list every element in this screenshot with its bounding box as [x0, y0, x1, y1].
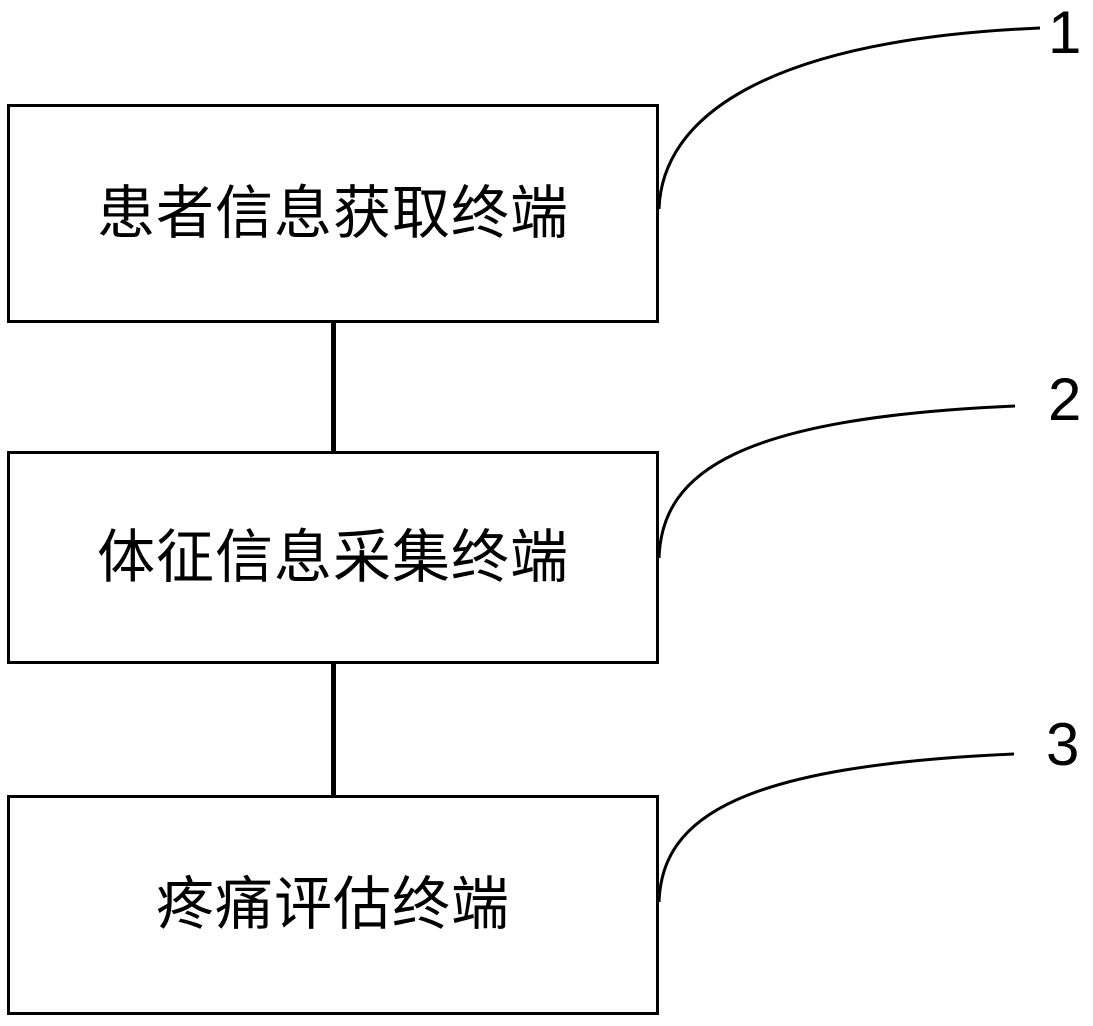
- block-vital-sign-information-collection-terminal[interactable]: 体征信息采集终端: [7, 451, 659, 664]
- reference-numeral-3: 3: [1046, 711, 1080, 778]
- reference-numeral-2: 2: [1048, 366, 1082, 433]
- leader-line-1: [657, 26, 1041, 210]
- connector-block2-block3: [331, 661, 336, 797]
- block-label: 疼痛评估终端: [155, 872, 510, 937]
- reference-numeral-1: 1: [1048, 0, 1082, 66]
- block-pain-assessment-terminal[interactable]: 疼痛评估终端: [7, 795, 659, 1015]
- connector-block1-block2: [331, 320, 336, 453]
- block-label: 体征信息采集终端: [96, 524, 569, 590]
- block-label: 患者信息获取终端: [96, 180, 569, 246]
- block-patient-information-acquisition-terminal[interactable]: 患者信息获取终端: [7, 104, 659, 323]
- leader-line-2: [657, 404, 1016, 559]
- leader-line-3: [657, 752, 1015, 903]
